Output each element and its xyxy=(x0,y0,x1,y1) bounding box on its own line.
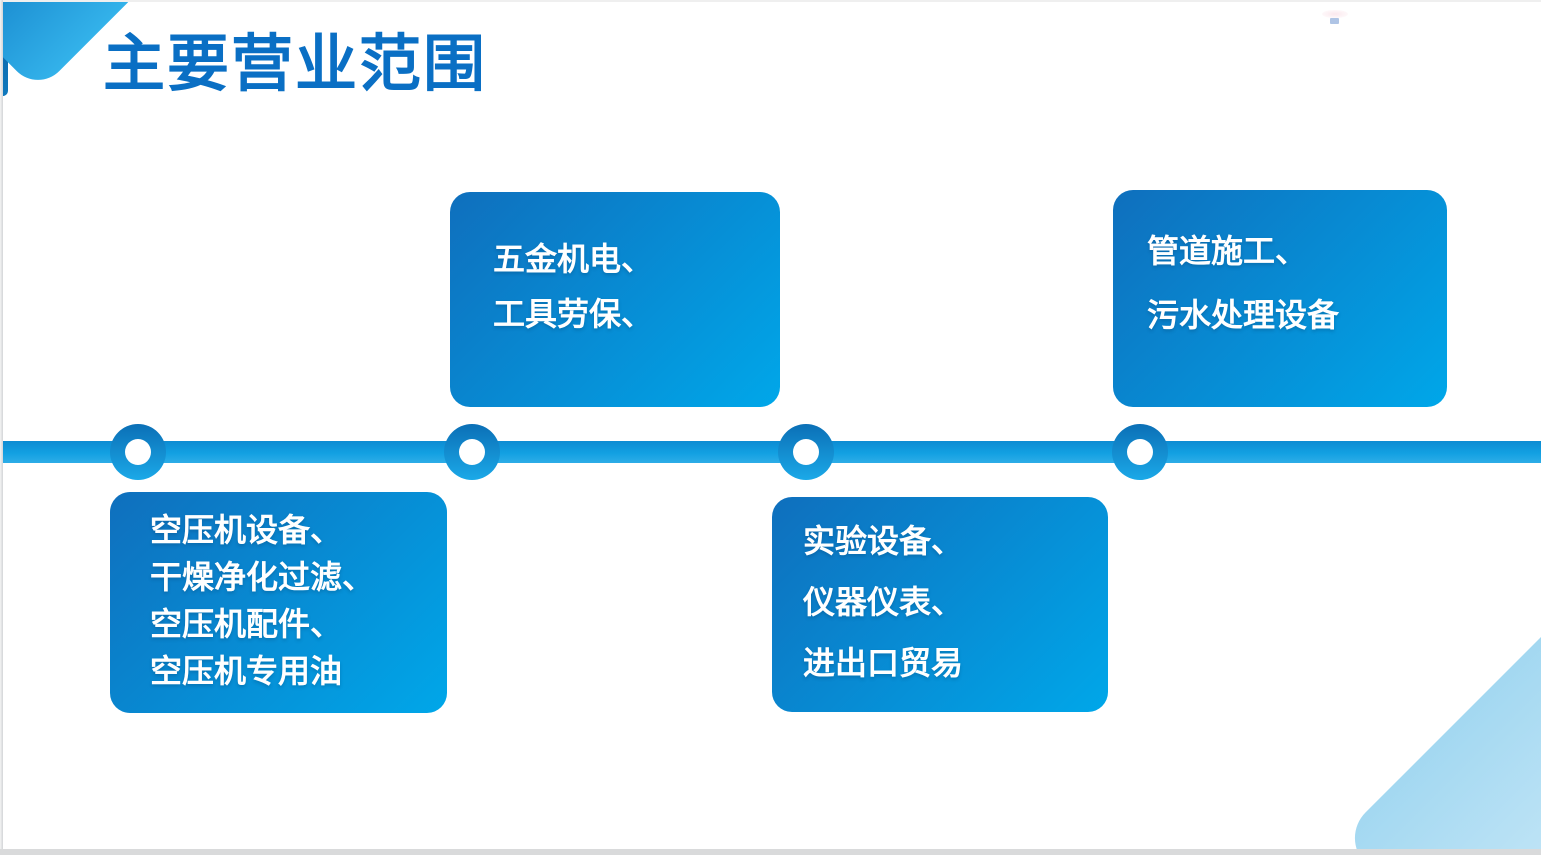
business-scope-card-2: 五金机电、 工具劳保、 xyxy=(450,192,780,407)
corner-decoration-bottom-right xyxy=(1340,541,1541,855)
timeline-node-3 xyxy=(778,424,834,480)
timeline-node-hole xyxy=(459,439,485,465)
timeline-node-4 xyxy=(1112,424,1168,480)
card-text-line: 仪器仪表、 xyxy=(803,584,964,620)
timeline-node-hole xyxy=(125,439,151,465)
card-text-line: 五金机电、 xyxy=(493,241,654,277)
timeline-node-hole xyxy=(1127,439,1153,465)
frame-border-top xyxy=(0,0,1541,2)
card-text-line: 空压机配件、 xyxy=(150,606,343,642)
card-text-line: 污水处理设备 xyxy=(1147,297,1340,333)
card-text-line: 干燥净化过滤、 xyxy=(150,559,375,595)
card-text-line: 空压机设备、 xyxy=(150,512,343,548)
frame-border-left xyxy=(0,0,3,855)
timeline-node-2 xyxy=(444,424,500,480)
card-text-line: 空压机专用油 xyxy=(150,653,343,689)
watermark-mark-icon xyxy=(1330,18,1339,24)
business-scope-card-3: 实验设备、 仪器仪表、 进出口贸易 xyxy=(772,497,1108,712)
frame-border-bottom xyxy=(0,849,1541,855)
card-text-line: 进出口贸易 xyxy=(803,645,964,681)
card-text-line: 实验设备、 xyxy=(803,523,964,559)
card-text-line: 管道施工、 xyxy=(1147,233,1308,269)
card-text-line: 工具劳保、 xyxy=(493,296,654,332)
timeline-node-1 xyxy=(110,424,166,480)
watermark-swoosh-icon xyxy=(1322,10,1348,18)
timeline-node-hole xyxy=(793,439,819,465)
watermark-logo xyxy=(1318,10,1350,28)
business-scope-card-4: 管道施工、 污水处理设备 xyxy=(1113,190,1447,407)
timeline-bar xyxy=(0,441,1541,463)
business-scope-card-1: 空压机设备、 干燥净化过滤、 空压机配件、 空压机专用油 xyxy=(110,492,447,713)
page-title: 主要营业范围 xyxy=(103,30,488,99)
